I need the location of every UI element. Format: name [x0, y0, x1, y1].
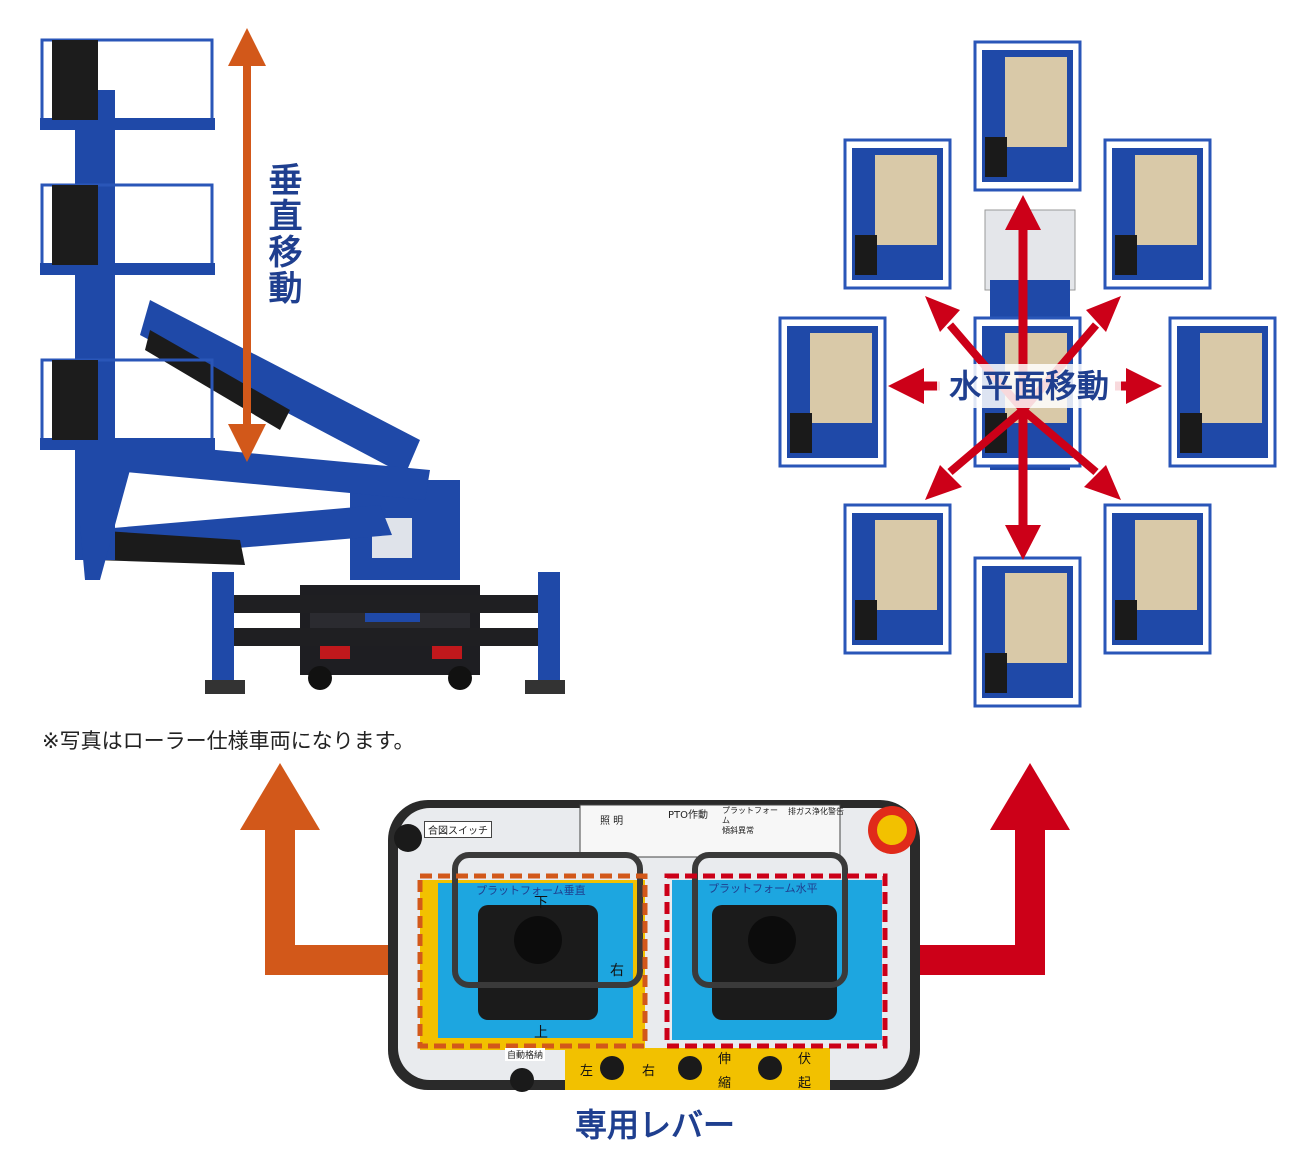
platform-top-view: [843, 503, 952, 655]
platform-top-view: [973, 556, 1082, 708]
panel-lower-label: 伏: [798, 1052, 812, 1067]
aerial-platform-truck: [40, 38, 565, 694]
panel-vertical-title: プラットフォーム垂直: [476, 884, 586, 897]
panel-auto-store-label: 自動格納: [505, 1048, 546, 1061]
vertical-move-label: 垂直移動: [262, 162, 302, 306]
panel-right-label: 右: [610, 963, 624, 979]
panel-retract-label: 縮: [718, 1076, 732, 1091]
panel-platform-tilt-label: プラットフォーム 傾斜異常: [722, 806, 778, 835]
platform-top-view: [843, 138, 952, 290]
vertical-double-arrow-icon: [228, 28, 266, 462]
platform-top-view: [1168, 316, 1277, 468]
platform-top-view: [1103, 503, 1212, 655]
panel-joint-switch-label: 合図スイッチ: [424, 821, 492, 838]
panel-pto-label: PTO作動: [668, 810, 709, 821]
control-panel: [388, 800, 920, 1092]
red-elbow-arrow-icon: [895, 763, 1070, 975]
platform-top-view: [1103, 138, 1212, 290]
panel-extend-label: 伸: [718, 1052, 732, 1067]
panel-raise-label: 起: [798, 1076, 812, 1091]
panel-down-label: 下: [534, 895, 548, 911]
photo-note: ※写真はローラー仕様車両になります。: [42, 729, 415, 753]
panel-light-label: 照 明: [600, 816, 624, 827]
panel-left-knob-label: 左: [580, 1064, 594, 1079]
panel-right-knob-label: 右: [642, 1064, 656, 1079]
horizontal-move-label: 水平面移動: [937, 364, 1121, 408]
lever-caption: 専用レバー: [574, 1106, 735, 1144]
panel-exhaust-label: 排ガス浄化警告: [788, 807, 844, 816]
panel-up-label: 上: [534, 1025, 548, 1041]
platform-top-view: [973, 40, 1082, 192]
platform-top-view: [778, 316, 887, 468]
panel-horizontal-title: プラットフォーム水平: [708, 882, 818, 895]
